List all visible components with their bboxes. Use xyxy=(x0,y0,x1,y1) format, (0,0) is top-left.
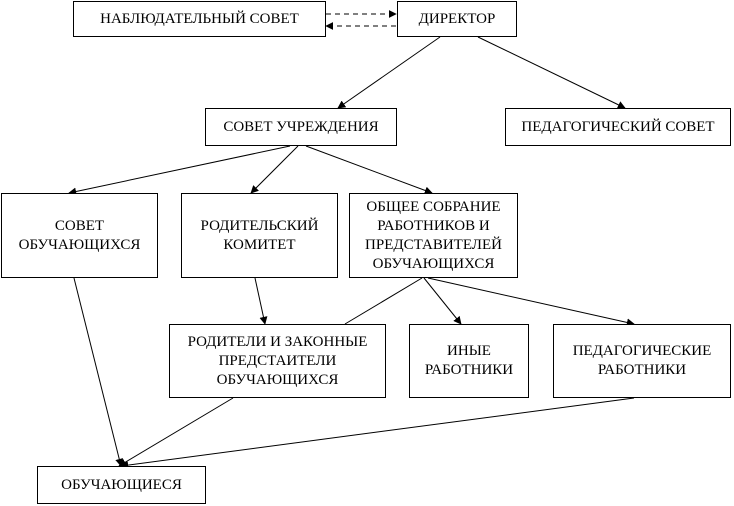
edge-director-to-institution-council xyxy=(337,36,441,109)
general-meeting-box: ОБЩЕЕ СОБРАНИЕ РАБОТНИКОВ И ПРЕДСТАВИТЕЛ… xyxy=(349,193,518,278)
general-meeting-label: ОБЩЕЕ СОБРАНИЕ РАБОТНИКОВ И ПРЕДСТАВИТЕЛ… xyxy=(365,198,502,272)
other-workers-box: ИНЫЕ РАБОТНИКИ xyxy=(409,324,529,398)
director-label: ДИРЕКТОР xyxy=(418,10,496,27)
parents-reps-box: РОДИТЕЛИ И ЗАКОННЫЕ ПРЕДСТАИТЕЛИ ОБУЧАЮЩ… xyxy=(169,324,386,398)
edge-council-to-parent-committee xyxy=(250,145,299,194)
supervisory-board-box: НАБЛЮДАТЕЛЬНЫЙ СОВЕТ xyxy=(73,1,326,37)
student-council-label: СОВЕТ ОБУЧАЮЩИХСЯ xyxy=(18,217,141,253)
edge-general-meeting-to-other-workers xyxy=(423,277,462,325)
edge-parent-committee-to-parents xyxy=(254,277,268,325)
pedagogical-workers-label: ПЕДАГОГИЧЕСКИЕ РАБОТНИКИ xyxy=(572,343,712,378)
edge-council-to-student-council xyxy=(68,145,291,196)
edge-student-council-to-students xyxy=(73,277,124,467)
institution-council-label: СОВЕТ УЧРЕЖДЕНИЯ xyxy=(223,118,379,135)
edge-pedagogical-workers-to-students xyxy=(120,397,635,470)
other-workers-label: ИНЫЕ РАБОТНИКИ xyxy=(424,343,514,378)
pedagogical-workers-box: ПЕДАГОГИЧЕСКИЕ РАБОТНИКИ xyxy=(553,324,731,398)
institution-council-box: СОВЕТ УЧРЕЖДЕНИЯ xyxy=(205,108,397,146)
parent-committee-box: РОДИТЕЛЬСКИЙ КОМИТЕТ xyxy=(181,193,338,278)
pedagogical-council-label: ПЕДАГОГИЧЕСКИЙ СОВЕТ xyxy=(521,118,715,135)
director-box: ДИРЕКТОР xyxy=(397,1,517,37)
students-label: ОБУЧАЮЩИЕСЯ xyxy=(61,476,182,493)
edge-general-meeting-to-parents xyxy=(344,277,423,325)
parent-committee-label: РОДИТЕЛЬСКИЙ КОМИТЕТ xyxy=(200,217,319,253)
edge-general-meeting-to-pedagogical-workers xyxy=(427,277,635,327)
supervisory-board-label: НАБЛЮДАТЕЛЬНЫЙ СОВЕТ xyxy=(100,10,299,27)
edge-director-to-pedagogical-council xyxy=(477,36,626,109)
parents-reps-label: РОДИТЕЛИ И ЗАКОННЫЕ ПРЕДСТАИТЕЛИ ОБУЧАЮЩ… xyxy=(187,333,368,388)
students-box: ОБУЧАЮЩИЕСЯ xyxy=(37,466,206,504)
edge-council-to-general-meeting xyxy=(305,145,433,195)
pedagogical-council-box: ПЕДАГОГИЧЕСКИЙ СОВЕТ xyxy=(505,108,731,146)
student-council-box: СОВЕТ ОБУЧАЮЩИХСЯ xyxy=(1,193,158,278)
edge-parents-to-students xyxy=(118,397,234,467)
